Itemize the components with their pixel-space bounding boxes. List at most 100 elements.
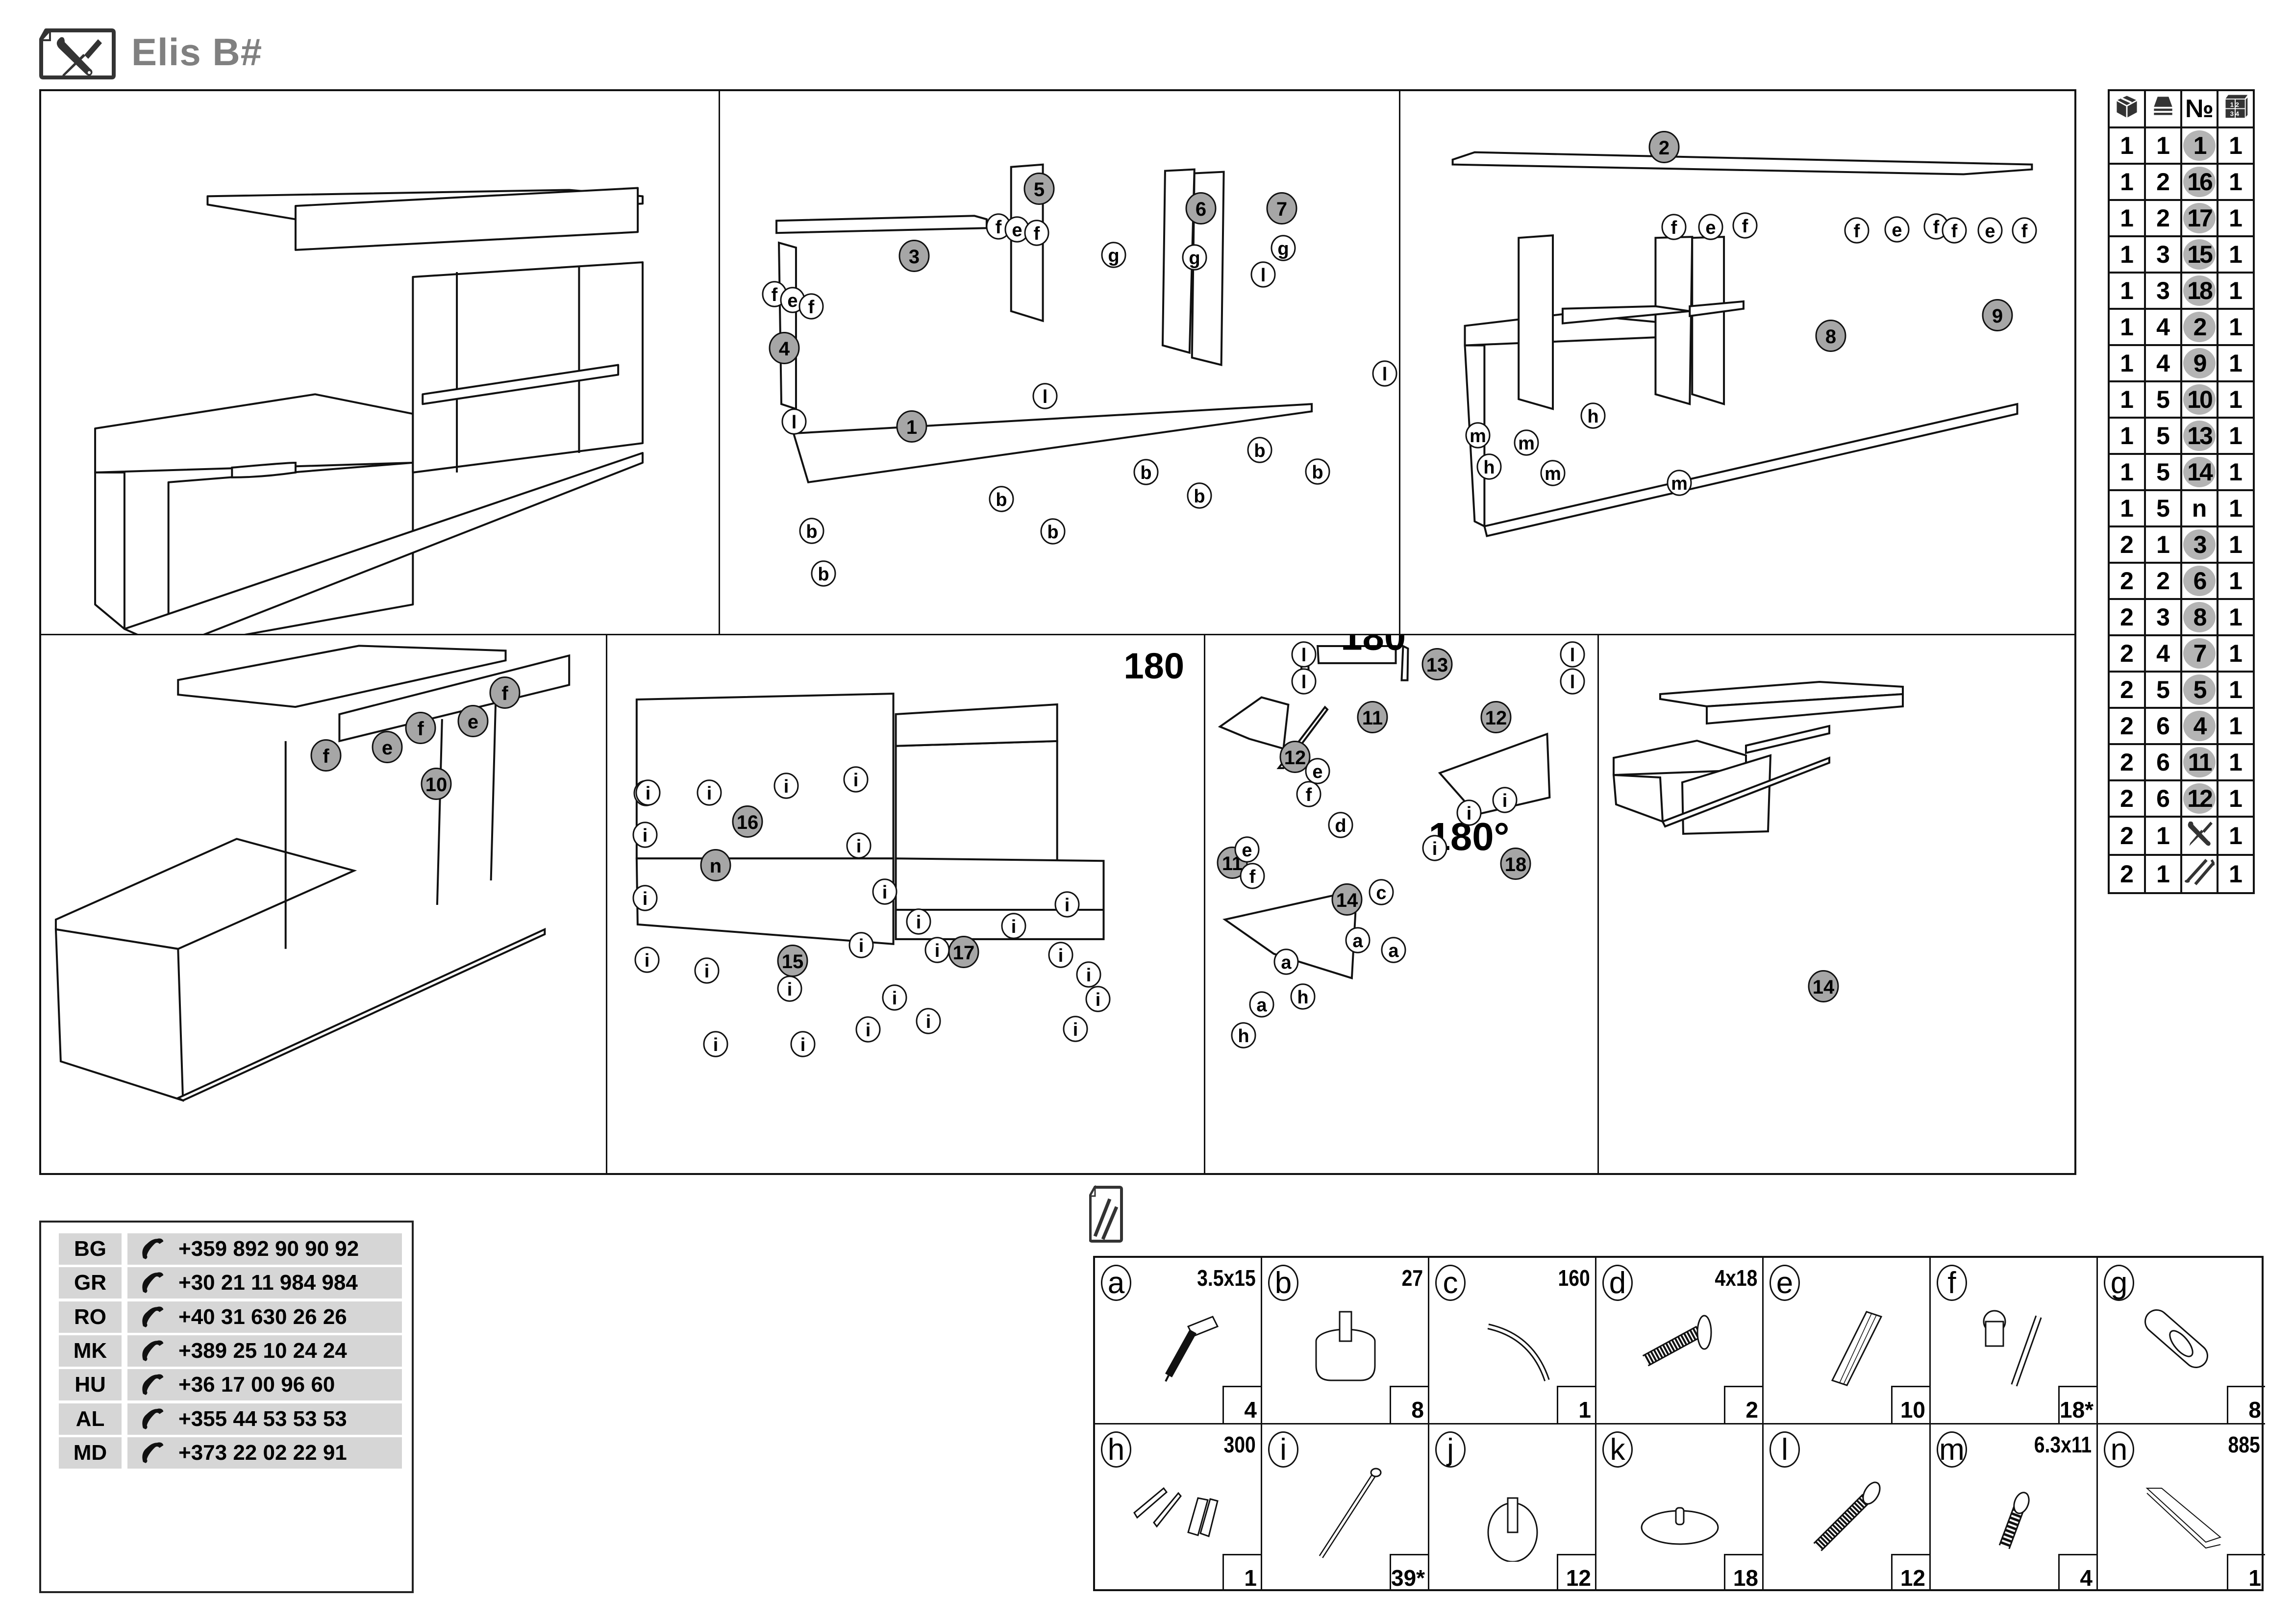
part-number-cell: 14 [2180, 453, 2218, 491]
box-number: 1 [2108, 380, 2146, 419]
box-number: 2 [2108, 634, 2146, 673]
part-id-badge: 8 [2183, 602, 2216, 632]
phone-icon [142, 1408, 164, 1429]
phone-field[interactable]: +355 44 53 53 53 [127, 1403, 402, 1435]
layer-number: 1 [2144, 854, 2182, 894]
country-code: MK [59, 1335, 122, 1367]
box-number: 1 [2108, 163, 2146, 201]
part-id-badge: 18 [2183, 275, 2216, 306]
part-number-cell: 2 [2180, 308, 2218, 346]
part-count: 1 [2217, 779, 2255, 818]
phone-field[interactable]: +30 21 11 984 984 [127, 1267, 402, 1299]
part-number-cell [2180, 854, 2218, 894]
phone-number: +373 22 02 22 91 [178, 1440, 347, 1465]
part-count: 1 [2217, 199, 2255, 237]
rotate-180-deg-label-2: 180° [1341, 635, 1421, 658]
part-number-cell: 16 [2180, 163, 2218, 201]
part-number-cell: 18 [2180, 272, 2218, 310]
hardware-letter: b [1268, 1265, 1298, 1301]
part-number-cell: 5 [2180, 671, 2218, 709]
part-number-cell: 9 [2180, 344, 2218, 382]
phone-field[interactable]: +389 25 10 24 24 [127, 1335, 402, 1367]
phone-field[interactable]: +359 892 90 90 92 [127, 1233, 402, 1265]
tools-icon [2188, 821, 2213, 846]
step-5-drawing [635, 693, 1105, 945]
box-number: 2 [2108, 816, 2146, 856]
hardware-quantity: 10 [1891, 1386, 1929, 1423]
step-panel-2 [720, 91, 1400, 635]
part-number-cell: 7 [2180, 634, 2218, 673]
step-3-drawing [1451, 151, 2033, 537]
phone-field[interactable]: +373 22 02 22 91 [127, 1437, 402, 1469]
part-number-cell: n [2180, 489, 2218, 527]
phone-field[interactable]: +36 17 00 96 60 [127, 1369, 402, 1401]
hardware-letter: a [1101, 1265, 1131, 1301]
part-id-badge: 15 [2183, 239, 2216, 270]
part-count: 1 [2217, 308, 2255, 346]
screws-icon [2185, 859, 2216, 885]
part-number-cell [2180, 816, 2218, 856]
layer-number: 6 [2144, 779, 2182, 818]
part-count: 1 [2217, 380, 2255, 419]
phone-icon [142, 1306, 164, 1327]
hardware-letter: g [2104, 1265, 2134, 1301]
confirmat-screw-icon [1813, 1481, 1881, 1551]
hardware-size: 4x18 [1715, 1265, 1757, 1291]
hardware-quantity: 8 [1390, 1386, 1428, 1423]
hardware-letter: n [2104, 1431, 2134, 1468]
phone-icon [142, 1374, 164, 1395]
step-panel-1 [41, 91, 720, 635]
layer-number: 6 [2144, 743, 2182, 781]
part-count: 1 [2217, 163, 2255, 201]
hardware-quantity: 8 [2227, 1386, 2265, 1423]
country-code: HU [59, 1369, 122, 1401]
hardware-quantity: 2 [1724, 1386, 1762, 1423]
box-number: 1 [2108, 308, 2146, 346]
svg-text:1 2: 1 2 [2230, 101, 2239, 108]
hardware-size: 6.3x11 [2034, 1432, 2092, 1457]
part-number-cell: 1 [2180, 126, 2218, 165]
assembly-steps: 180 180° 180° [39, 89, 2076, 1175]
hardware-size: 160 [1558, 1265, 1590, 1291]
hardware-document-icon [1089, 1184, 1123, 1243]
assembled-cabinet-drawing [94, 187, 644, 634]
hardware-size: 27 [1401, 1265, 1423, 1291]
step-6-drawing: 180° 180° [1218, 635, 1551, 980]
part-number-cell: 6 [2180, 562, 2218, 600]
hardware-letter: e [1770, 1265, 1800, 1301]
part-count: 1 [2217, 743, 2255, 781]
hardware-quantity: 12 [1557, 1554, 1595, 1591]
hardware-letter: m [1937, 1431, 1967, 1468]
hardware-quantity: 18 [1724, 1554, 1762, 1591]
machine-screw-icon [1642, 1315, 1712, 1367]
stack-icon [2144, 89, 2182, 128]
part-count: 1 [2217, 634, 2255, 673]
part-id-badge: 3 [2183, 529, 2216, 560]
layer-number: 5 [2144, 671, 2182, 709]
step-panel-3 [1400, 91, 2076, 635]
hardware-quantity: 1 [2227, 1554, 2265, 1591]
nail-icon [1319, 1468, 1382, 1558]
phone-icon [142, 1272, 164, 1294]
phone-field[interactable]: +40 31 630 26 26 [127, 1301, 402, 1333]
step-4-drawing [54, 645, 571, 1102]
